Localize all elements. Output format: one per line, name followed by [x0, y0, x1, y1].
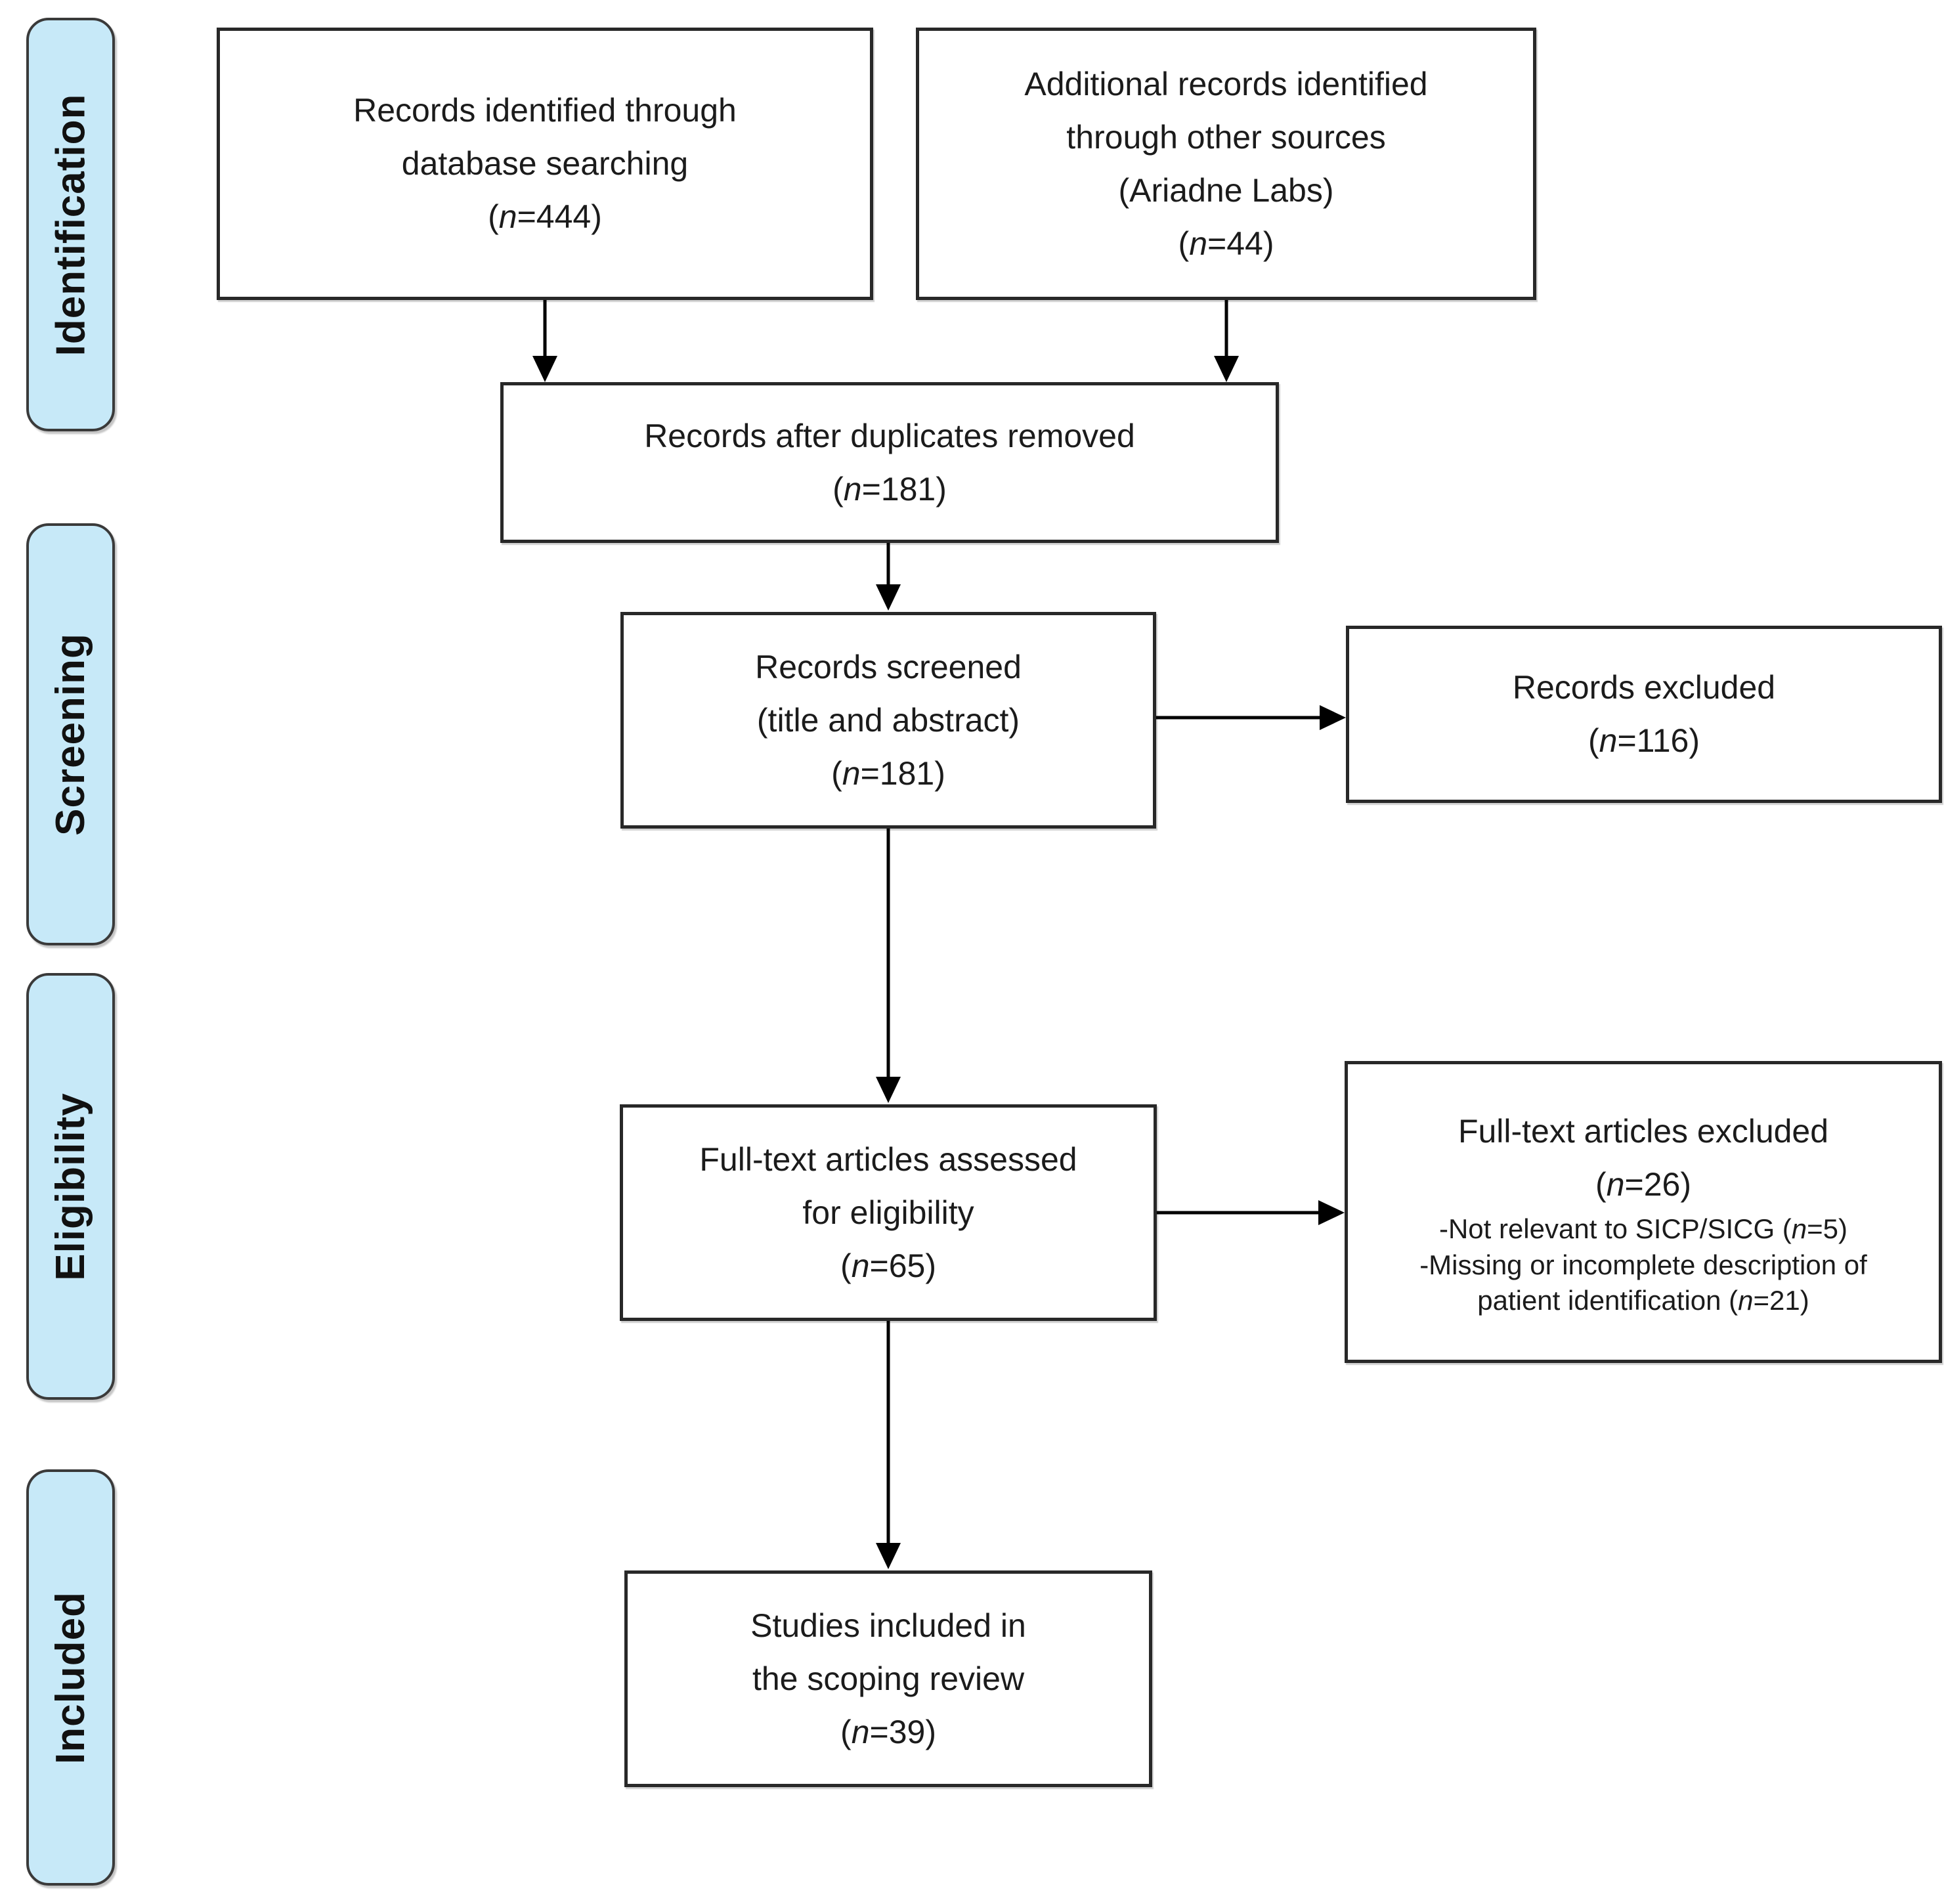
box-text-line: database searching: [401, 145, 689, 182]
box-text-line: (n=181): [832, 470, 947, 508]
arrow-other-to-duplicates: [1214, 300, 1239, 382]
box-text-line: (n=44): [1178, 225, 1274, 262]
box-text-line: Records excluded: [1512, 669, 1776, 706]
box-text-line: -Not relevant to SICP/SICG (n=5): [1438, 1213, 1848, 1245]
stage-label-text: Identification: [48, 93, 93, 356]
box-additional-records: Additional records identified through ot…: [916, 28, 1536, 300]
arrow-screened-to-excluded: [1156, 705, 1346, 730]
box-text-line: the scoping review: [752, 1660, 1025, 1697]
arrow-fulltext-to-excluded: [1157, 1200, 1345, 1225]
box-text-line: Records screened: [755, 648, 1022, 685]
box-text-line: patient identification (n=21): [1477, 1285, 1809, 1316]
arrow-duplicates-to-screened: [876, 543, 901, 611]
box-text-line: (n=39): [840, 1713, 936, 1750]
stage-label-included: Included: [26, 1469, 115, 1886]
box-text-line: (title and abstract): [756, 701, 1020, 739]
box-text-line: Records identified through: [353, 92, 737, 129]
box-fulltext-excluded: Full-text articles excluded (n=26) -Not …: [1345, 1061, 1942, 1363]
box-text-line: Studies included in: [750, 1607, 1026, 1644]
box-text-line: through other sources: [1066, 118, 1386, 156]
stage-label-identification: Identification: [26, 18, 115, 431]
stage-label-text: Included: [48, 1591, 93, 1764]
stage-label-text: Screening: [48, 633, 93, 836]
box-text-line: Full-text articles assessed: [699, 1140, 1077, 1178]
box-records-screened: Records screened (title and abstract) (n…: [620, 612, 1156, 829]
box-text-line: (n=116): [1588, 722, 1700, 759]
box-text-line: (Ariadne Labs): [1118, 171, 1334, 209]
box-studies-included: Studies included in the scoping review (…: [624, 1570, 1152, 1787]
box-records-identified: Records identified through database sear…: [217, 28, 873, 300]
box-text-line: (n=26): [1595, 1166, 1691, 1203]
box-text-line: (n=181): [831, 754, 945, 792]
box-text-line: Additional records identified: [1024, 65, 1428, 102]
stage-label-text: Eligibility: [48, 1092, 93, 1281]
stage-label-screening: Screening: [26, 523, 115, 945]
box-text-line: (n=444): [488, 198, 602, 235]
box-fulltext-assessed: Full-text articles assessed for eligibil…: [620, 1104, 1157, 1321]
box-duplicates-removed: Records after duplicates removed (n=181): [500, 382, 1279, 543]
stage-label-eligibility: Eligibility: [26, 973, 115, 1400]
box-text-line: for eligibility: [802, 1194, 974, 1231]
arrow-screened-to-fulltext: [876, 829, 901, 1103]
box-text-line: Records after duplicates removed: [644, 417, 1135, 454]
box-text-line: (n=65): [840, 1247, 936, 1284]
box-text-line: Full-text articles excluded: [1458, 1113, 1829, 1150]
arrow-fulltext-to-included: [876, 1321, 901, 1569]
box-records-excluded: Records excluded (n=116): [1346, 626, 1942, 803]
arrow-db-to-duplicates: [532, 300, 557, 382]
box-text-line: -Missing or incomplete description of: [1419, 1249, 1867, 1280]
